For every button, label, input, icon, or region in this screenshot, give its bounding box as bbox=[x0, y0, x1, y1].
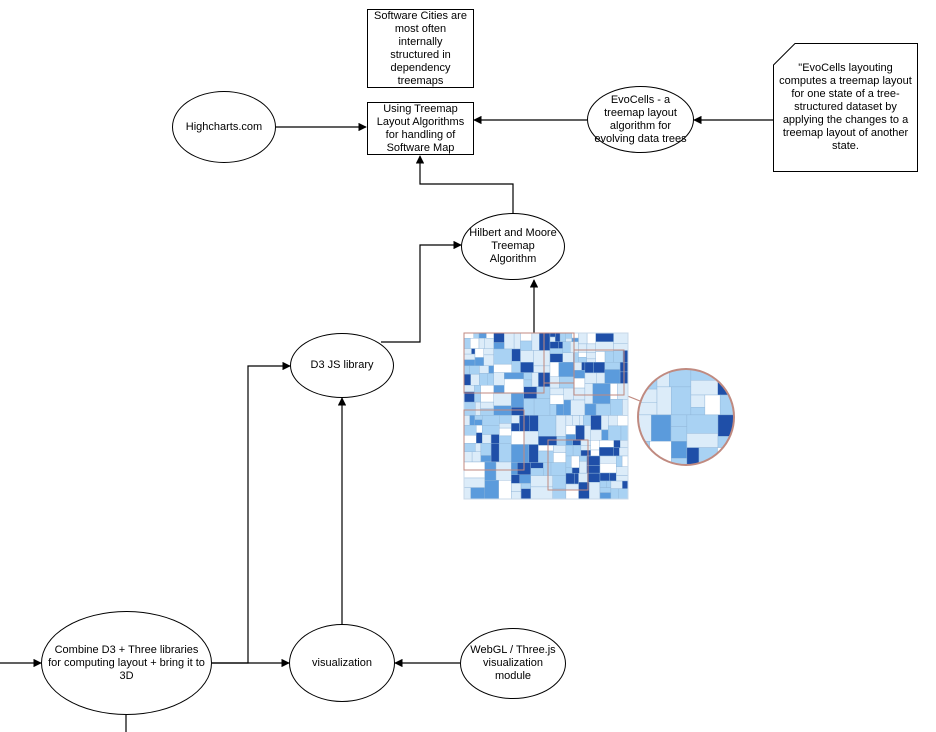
d3-library-text: D3 JS library bbox=[310, 359, 374, 371]
evocells-text: EvoCells - a treemap layout algorithm fo… bbox=[594, 93, 687, 145]
evocells-quote-note: "EvoCells layouting computes a treemap l… bbox=[773, 43, 918, 172]
treemap-visualization-image bbox=[463, 332, 629, 500]
edge-combine-to-d3 bbox=[212, 361, 291, 664]
hilbert-moore-text: Hilbert and Moore Treemap Algorithm bbox=[469, 227, 557, 265]
combine-text: Combine D3 + Three libraries for computi… bbox=[48, 643, 205, 682]
combine-node: Combine D3 + Three libraries for computi… bbox=[41, 611, 212, 715]
evocells-node: EvoCells - a treemap layout algorithm fo… bbox=[587, 86, 694, 153]
d3-library-node: D3 JS library bbox=[290, 333, 394, 398]
edge-d3-to-hilbert bbox=[381, 240, 462, 343]
treemap-zoom-lens bbox=[637, 368, 735, 466]
webgl-node: WebGL / Three.js visualization module bbox=[460, 628, 566, 699]
note-shape-icon bbox=[773, 43, 918, 172]
treemap-layout-box: Using Treemap Layout Algorithms for hand… bbox=[367, 102, 474, 155]
hilbert-moore-node: Hilbert and Moore Treemap Algorithm bbox=[461, 213, 565, 280]
software-cities-text: Software Cities are most often internall… bbox=[374, 9, 467, 87]
visualization-node: visualization bbox=[289, 624, 395, 702]
evocells-quote-text: "EvoCells layouting computes a treemap l… bbox=[779, 62, 912, 152]
visualization-text: visualization bbox=[312, 656, 372, 669]
treemap-layout-text: Using Treemap Layout Algorithms for hand… bbox=[376, 102, 465, 154]
edge-hilbert-to-treemap bbox=[415, 155, 514, 213]
webgl-text: WebGL / Three.js visualization module bbox=[470, 644, 556, 682]
software-cities-note: Software Cities are most often internall… bbox=[367, 9, 474, 88]
highcharts-text: Highcharts.com bbox=[185, 120, 263, 133]
highcharts-node: Highcharts.com bbox=[172, 91, 276, 163]
